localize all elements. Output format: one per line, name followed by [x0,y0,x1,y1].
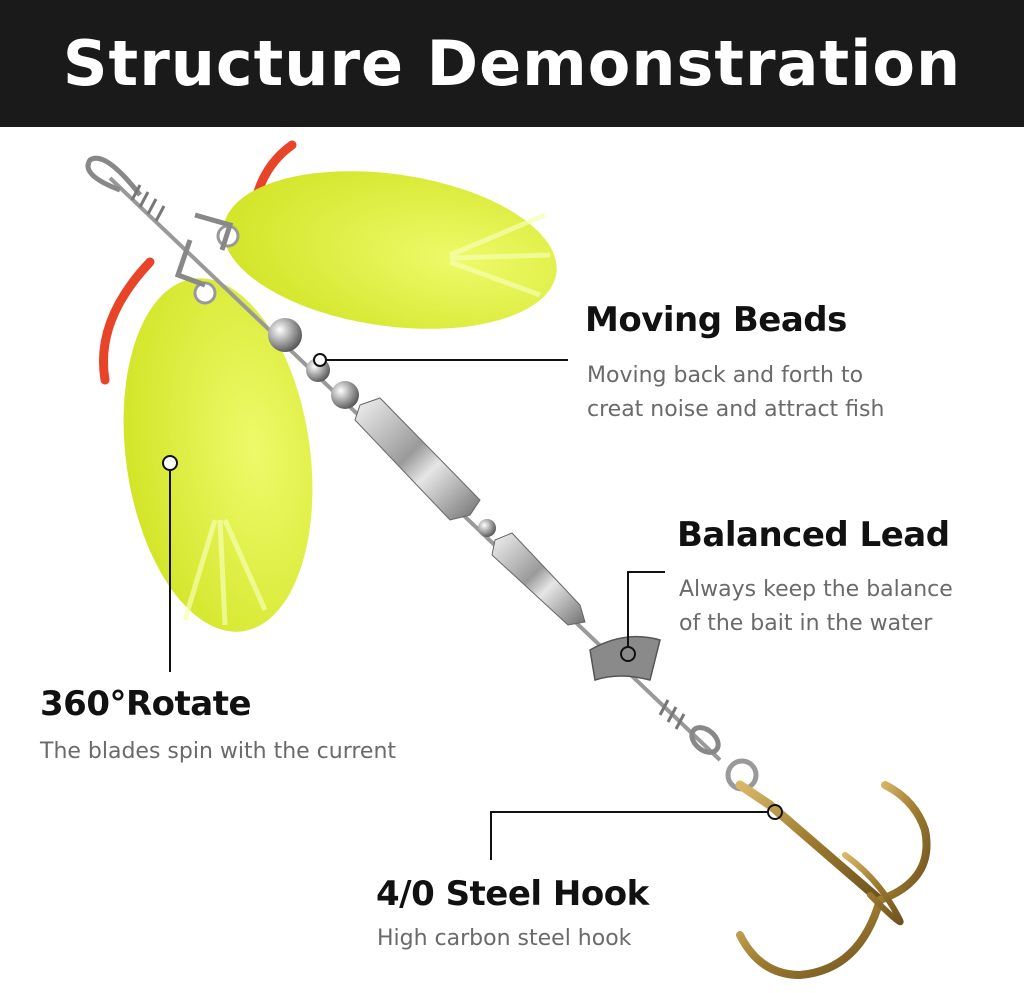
header-banner: Structure Demonstration [0,0,1024,127]
lower-blade [123,278,313,632]
callout-title-steel-hook: 4/0 Steel Hook [376,874,649,914]
leader-balanced-lead [620,571,665,662]
bead-medium [331,381,359,409]
bead-large [268,318,302,352]
spin-arc-left [98,257,155,385]
balanced-lead-weight [589,635,661,681]
page-title: Structure Demonstration [62,27,962,100]
callout-title-rotate: 360°Rotate [40,684,252,724]
desc-line: Moving back and forth to [587,363,864,388]
desc-line: The blades spin with the current [40,739,397,764]
body-lower [491,532,586,626]
treble-hook [735,780,931,980]
callout-desc-balanced-lead: Always keep the balance of the bait in t… [679,573,953,641]
leader-moving-beads [313,353,568,367]
callout-desc-rotate: The blades spin with the current [40,735,396,769]
callout-desc-moving-beads: Moving back and forth to creat noise and… [587,359,884,427]
callout-title-moving-beads: Moving Beads [585,300,847,340]
body-upper [354,397,481,521]
desc-line: High carbon steel hook [377,926,632,951]
desc-line: Always keep the balance [679,577,953,602]
snap-clip [85,155,142,197]
callout-desc-steel-hook: High carbon steel hook [377,922,631,956]
desc-line: creat noise and attract fish [587,397,885,422]
leader-steel-hook [490,804,783,860]
leader-rotate [162,455,178,672]
desc-line: of the bait in the water [679,611,933,636]
callout-title-balanced-lead: Balanced Lead [677,515,950,555]
